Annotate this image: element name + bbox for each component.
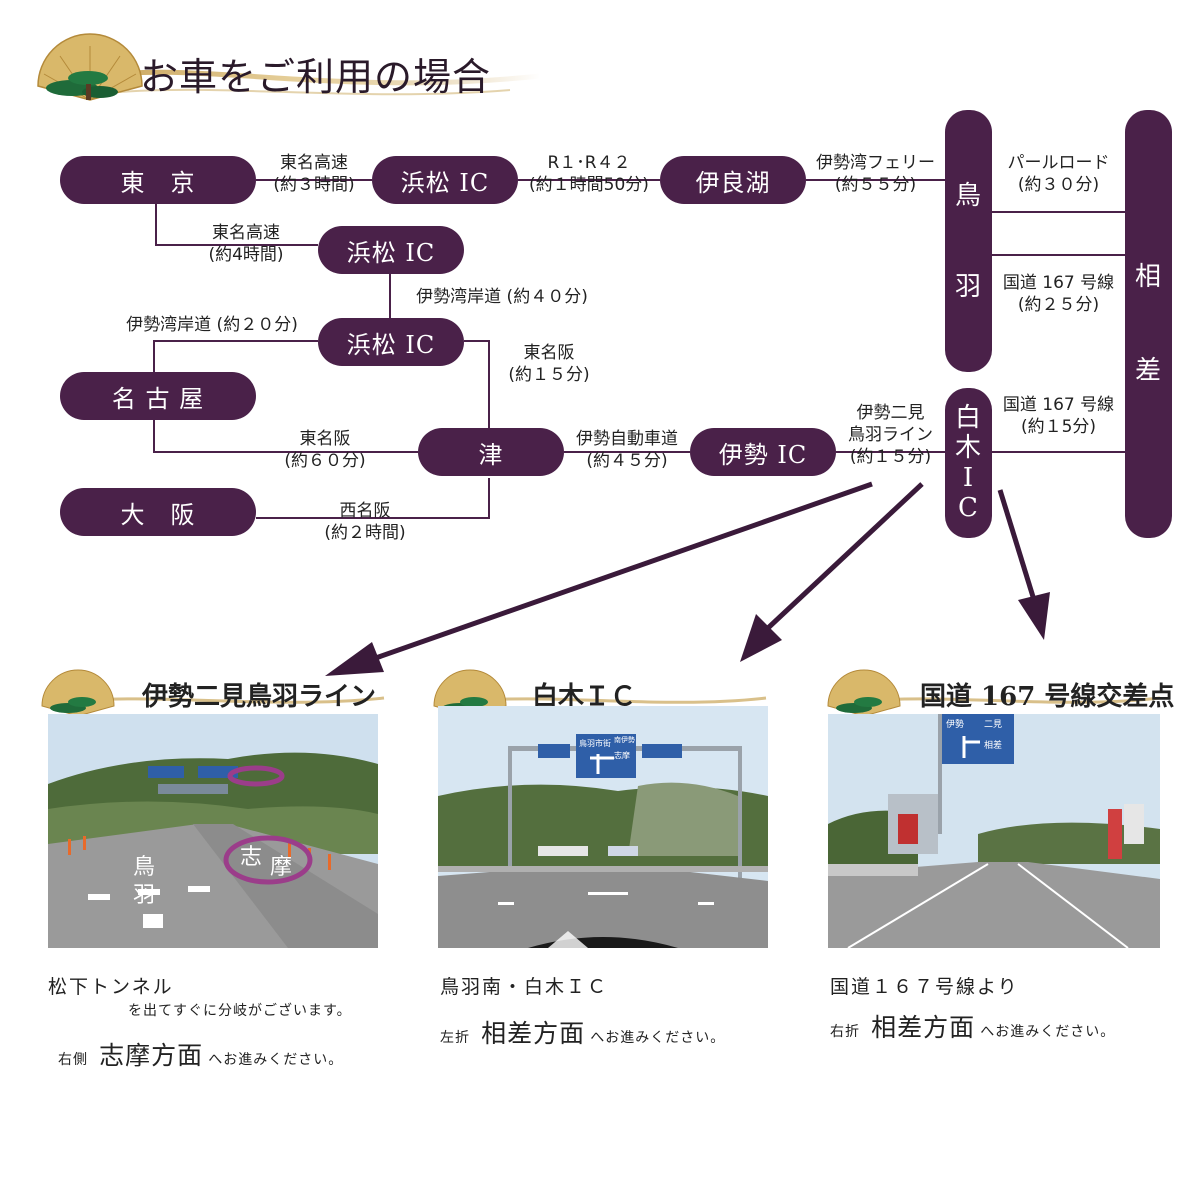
- route-label-meihan-15: 東名阪(約１５分): [508, 343, 590, 386]
- node-irago: 伊良湖: [660, 156, 806, 204]
- road-marking-text: 羽: [133, 883, 155, 908]
- road-marking-text: 摩: [270, 855, 292, 880]
- node-tokyo: 東 京: [60, 156, 256, 204]
- route-label-tomei-2: 東名高速(約4時間): [208, 223, 284, 266]
- node-shiroki-ic: 白 木 I C: [945, 388, 992, 538]
- pine-icon: [836, 697, 882, 713]
- route-label-r167-25: 国道 167 号線(約２５分): [1002, 273, 1115, 316]
- route-label-r1-r42: R１･R４２(約１時間50分): [529, 153, 649, 196]
- sign-text: 南伊勢: [614, 735, 635, 744]
- route-label-tomei-1: 東名高速(約３時間): [273, 153, 355, 196]
- pine-icon: [50, 697, 96, 713]
- direction-arrows: [325, 481, 1050, 676]
- node-ouzatsu: 相 差: [1125, 110, 1172, 538]
- panel-1-title: 伊勢二見鳥羽ライン: [142, 682, 377, 712]
- panel-1-caption-line2: を出てすぐに分岐がございます。: [128, 1003, 352, 1019]
- node-tsu: 津: [418, 428, 564, 476]
- node-nagoya: 名 古 屋: [60, 372, 256, 420]
- route-label-futami: 伊勢二見鳥羽ライン(約１５分): [848, 403, 933, 468]
- route-label-meihan-60: 東名阪(約６０分): [284, 429, 366, 472]
- panel-3-title: 国道 167 号線交差点: [920, 682, 1175, 712]
- road-marking-text: 志: [240, 845, 262, 870]
- highlight-ring-top: [227, 765, 285, 787]
- route-label-ise-jidosha: 伊勢自動車道(約４５分): [576, 429, 678, 472]
- sign-text: 鳥羽市街: [579, 738, 611, 748]
- node-osaka: 大 阪: [60, 488, 256, 536]
- route-label-pearl: パールロード(約３０分): [1007, 153, 1110, 196]
- page-title: お車をご利用の場合: [140, 55, 492, 99]
- panel-1-caption-line3: 右側 志摩方面 へお進みください。: [58, 1041, 344, 1070]
- road-marking-text: 鳥: [133, 855, 155, 880]
- pine-icon: [46, 71, 118, 100]
- panel-3-ornament: [827, 669, 1161, 716]
- panel-1-photo: 鳥 羽 志 摩: [48, 714, 378, 948]
- sign-text: 二見: [984, 719, 1002, 730]
- sign-text: 伊勢: [946, 718, 964, 730]
- route-label-isewan-20: 伊勢湾岸道 (約２０分): [126, 315, 298, 335]
- route-label-nishimeihan: 西名阪(約２時間): [324, 501, 406, 544]
- node-ise-ic: 伊勢 IC: [690, 428, 836, 476]
- header-ornament: [37, 33, 541, 101]
- node-hamamatsu-ic-3: 浜松 IC: [318, 318, 464, 366]
- node-toba: 鳥 羽: [945, 110, 992, 372]
- panel-1-caption-line1: 松下トンネル: [48, 976, 174, 998]
- panel-2-photo: 鳥羽市街 志摩 南伊勢: [438, 706, 768, 948]
- highlight-ring-bottom: [223, 835, 313, 885]
- panel-2-caption-line1: 鳥羽南・白木ＩＣ: [440, 976, 609, 998]
- node-hamamatsu-ic-2: 浜松 IC: [318, 226, 464, 274]
- route-label-r167-15: 国道 167 号線(約１5分): [1002, 395, 1115, 438]
- sign-text: 志摩: [614, 750, 630, 760]
- panel-2-caption-line2: 左折 相差方面 へお進みください。: [440, 1019, 726, 1048]
- panel-2-ornament: [433, 669, 767, 716]
- route-label-isewan-40: 伊勢湾岸道 (約４０分): [416, 287, 588, 307]
- panel-3-caption-line1: 国道１６７号線より: [830, 976, 1019, 998]
- sign-text: 相差: [984, 739, 1002, 751]
- panel-1-ornament: [41, 669, 385, 716]
- node-hamamatsu-ic-1: 浜松 IC: [372, 156, 518, 204]
- route-label-ferry: 伊勢湾フェリー(約５５分): [816, 153, 935, 196]
- panel-3-photo: 伊勢 二見 相差: [828, 714, 1160, 948]
- panel-3-caption-line2: 右折 相差方面 へお進みください。: [830, 1013, 1116, 1042]
